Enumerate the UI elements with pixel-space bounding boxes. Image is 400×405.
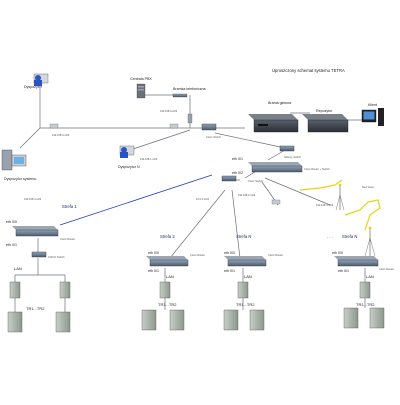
diagram-title: Uproszczony schemat systemu TETRA <box>272 68 345 73</box>
outdoor-cabinet-icon <box>223 309 265 331</box>
label-ip-7: 10.0.0.1/24 <box>196 197 210 201</box>
label-eth01-z2: eth 0/1 <box>148 269 159 273</box>
label-ip-2: 192.168.0.2/24 <box>160 109 178 113</box>
network-switch-icon <box>31 251 47 258</box>
outdoor-cabinet-icon <box>343 307 385 329</box>
label-router-zN: Cisco Router <box>379 267 394 271</box>
label-main-router: Cisco Router + Switch <box>304 167 330 171</box>
label-eth02-main: eth 0/2 <box>232 171 243 175</box>
outdoor-cabinet-icon <box>159 281 171 299</box>
label-lan-zN: LAN <box>366 274 374 279</box>
label-repozytor: Repozytor <box>316 109 333 113</box>
tower-server-icon <box>1 149 27 171</box>
label-strefa-n: Strefa N <box>342 234 357 239</box>
label-router-z3: Cisco Router <box>268 253 283 257</box>
network-switch-icon <box>279 145 295 152</box>
rack-server-icon <box>302 114 349 133</box>
outdoor-cabinet-icon <box>237 281 249 299</box>
label-eth00-zN: eth 0/0 <box>332 251 343 255</box>
label-dyspozytor-systemu: Dyspozytor systemu <box>4 177 36 181</box>
label-main-switch: Główny Switch <box>284 155 302 159</box>
wireless-link-top <box>299 179 343 191</box>
label-bramka: Bramka telefoniczna <box>173 87 206 91</box>
label-strefa-1: Strefa 1 <box>62 204 77 209</box>
label-strefa-2: Strefa 2 <box>160 234 175 239</box>
router-icon <box>248 162 303 173</box>
label-eth01-zN: eth 0/1 <box>338 269 349 273</box>
label-lan-z1: LAN <box>14 266 22 271</box>
label-tr-zN: TR1...TR2 <box>356 302 375 307</box>
radio-mast-icon <box>335 183 345 211</box>
label-ip-5: 192.168.3.1/24 <box>316 203 334 207</box>
label-tr-z1: TR1...TR2 <box>26 306 45 311</box>
wireless-link-zigzag <box>344 199 381 231</box>
label-klient: Klient <box>368 103 377 107</box>
router-icon <box>187 113 193 124</box>
outdoor-cabinet-icon <box>7 311 71 333</box>
label-ip-6: 192.168.4.1/24 <box>24 197 42 201</box>
label-centrala-pbx: Centrala PBX <box>130 77 152 81</box>
label-cisco-switch-top: Cisco Switch <box>206 135 221 139</box>
radio-mast-icon <box>364 226 376 257</box>
label-cisco-switch-mid: Cisco Switch <box>248 179 263 183</box>
network-switch-icon <box>271 199 281 205</box>
label-ip-1: 192.168.0.1/24 <box>52 133 70 137</box>
operator-at-console-icon <box>33 73 49 86</box>
router-icon <box>224 256 267 267</box>
label-dyspozytor: Dyspozytor <box>24 85 43 89</box>
label-router-z1: Cisco Router <box>60 237 75 241</box>
label-tr-z2: TR1...TR2 <box>158 302 177 307</box>
operator-at-console-icon <box>119 145 135 158</box>
label-lan-z2: LAN <box>166 274 174 279</box>
label-eth01-main: eth 0/1 <box>232 157 243 161</box>
label-tr-z3: TR1...TR2 <box>236 302 255 307</box>
label-switch-z1: CISCO Switch <box>48 255 65 259</box>
label-siec-zewn: Sieć zewn. <box>362 185 375 189</box>
label-dyspozytor-n: Dyspozytor N <box>118 165 140 169</box>
outdoor-cabinet-icon <box>9 281 71 299</box>
label-ip-4: 192.168.2.1/24 <box>238 193 256 197</box>
label-brama-glowna: Brama główna <box>268 101 291 105</box>
router-icon <box>334 256 379 267</box>
rack-server-icon <box>248 114 299 133</box>
label-ip-3: 192.168.1.1/24 <box>140 157 158 161</box>
label-dots: . . . <box>327 234 333 239</box>
network-switch-icon <box>201 123 217 131</box>
label-eth01-z3: eth 0/1 <box>224 269 235 273</box>
network-switch-icon <box>221 175 237 182</box>
network-switch-icon <box>169 123 179 129</box>
router-icon <box>146 256 189 267</box>
pbx-unit-icon <box>136 83 146 99</box>
outdoor-cabinet-icon <box>141 309 185 331</box>
desktop-computer-icon <box>361 108 384 126</box>
radio-link-zone1 <box>59 174 213 226</box>
router-icon <box>12 226 59 237</box>
label-router-z2: Cisco Router <box>190 253 205 257</box>
label-eth00-z1: eth 0/0 <box>6 220 17 224</box>
label-eth01-z1: eth 0/1 <box>6 243 17 247</box>
network-switch-icon <box>49 123 59 129</box>
label-eth00-z3: eth 0/0 <box>224 251 235 255</box>
outdoor-cabinet-icon <box>359 281 371 299</box>
label-strefa-3: Strefa N <box>236 234 251 239</box>
phone-gateway-icon <box>172 93 188 98</box>
label-eth00-z2: eth 0/0 <box>148 251 159 255</box>
label-lan-z3: LAN <box>244 274 252 279</box>
